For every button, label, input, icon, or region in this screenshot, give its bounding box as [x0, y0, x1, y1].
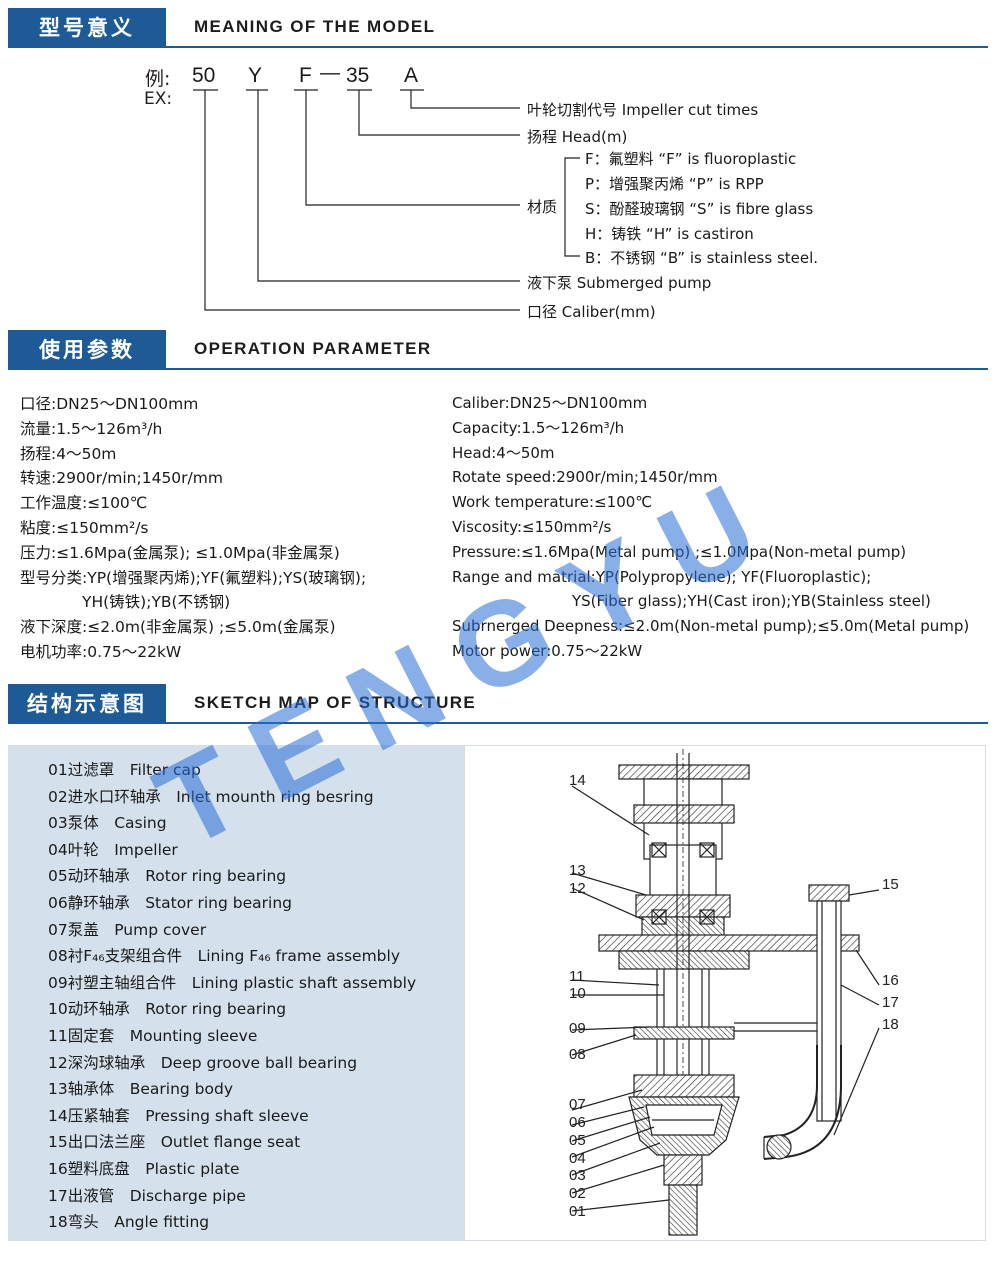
param-en: Head:4～50m: [452, 443, 555, 462]
part-item: 05动环轴承 Rotor ring bearing: [48, 867, 287, 886]
callout-09: 09: [569, 1020, 586, 1037]
param-cn: 工作温度:≤100℃: [20, 494, 148, 513]
params-en-list: Caliber:DN25～DN100mm Capacity:1.5～126m³/…: [452, 391, 969, 664]
legend-material-f: F：氟塑料 “F” is fluoroplastic: [585, 150, 797, 168]
section-title-cn: 使用参数: [39, 338, 135, 362]
model-code-material: F: [299, 64, 312, 87]
callout-11: 11: [569, 968, 585, 985]
section-divider: [166, 368, 988, 370]
param-cn: 液下深度:≤2.0m(非金属泵) ;≤5.0m(金属泵): [20, 618, 336, 637]
callout-06: 06: [569, 1114, 586, 1131]
legend-submerged: 液下泵 Submerged pump: [527, 274, 712, 292]
param-en: Work temperature:≤100℃: [452, 493, 653, 512]
section-tab: [8, 330, 166, 370]
example-label-cn: 例:: [145, 68, 171, 90]
callout-18: 18: [882, 1016, 899, 1033]
param-cn: YH(铸铁);YB(不锈钢): [20, 593, 231, 612]
part-item: 16塑料底盘 Plastic plate: [48, 1159, 240, 1178]
part-item: 15出口法兰座 Outlet flange seat: [48, 1133, 301, 1152]
part-item: 18弯头 Angle fitting: [48, 1213, 210, 1232]
param-cn: 压力:≤1.6Mpa(金属泵); ≤1.0Mpa(非金属泵): [20, 543, 340, 562]
model-code-pump-type: Y: [248, 64, 263, 87]
section-title-cn: 型号意义: [39, 16, 135, 40]
param-en: YS(Fiber glass);YH(Cast iron);YB(Stainle…: [452, 592, 931, 611]
part-item: 07泵盖 Pump cover: [48, 920, 207, 939]
part-item: 14压紧轴套 Pressing shaft sleeve: [48, 1106, 309, 1125]
callout-10: 10: [569, 985, 586, 1002]
callout-12: 12: [569, 880, 586, 897]
legend-head: 扬程 Head(m): [527, 128, 628, 146]
callout-08: 08: [569, 1046, 586, 1063]
section-header-structure: 结构示意图 SKETCH MAP OF STRUCTURE: [8, 684, 988, 724]
param-cn: 电机功率:0.75～22kW: [20, 642, 182, 661]
parts-list-panel: [8, 745, 464, 1241]
callout-13: 13: [569, 862, 586, 879]
model-code-caliber: 50: [192, 64, 216, 87]
part-item: 01过滤罩 Filter cap: [48, 761, 201, 779]
parts-list: 01过滤罩 Filter cap 02进水口环轴承 Inlet mounth r…: [48, 757, 416, 1236]
callout-02: 02: [569, 1185, 586, 1202]
section-title-en: SKETCH MAP OF STRUCTURE: [194, 693, 477, 712]
param-en: Pressure:≤1.6Mpa(Metal pump) ;≤1.0Mpa(No…: [452, 542, 907, 561]
param-cn: 口径:DN25～DN100mm: [20, 395, 199, 413]
legend-material-b: B：不锈钢 “B” is stainless steel.: [585, 249, 819, 267]
callout-15: 15: [882, 876, 899, 893]
param-en: Rotate speed:2900r/min;1450r/mm: [452, 468, 718, 487]
pump-cross-section-drawing: 14 13 12 11 10 09 08 07 06 05 04 03 02 0…: [569, 749, 899, 1236]
part-item: 02进水口环轴承 Inlet mounth ring besring: [48, 787, 374, 806]
section-header-model: 型号意义 MEANING OF THE MODEL: [8, 8, 988, 48]
callout-07: 07: [569, 1096, 586, 1113]
param-en: Subrnerged Deepness:≤2.0m(Non-metal pump…: [452, 617, 970, 636]
part-item: 08衬F₄₆支架组合件 Lining F₄₆ frame assembly: [48, 947, 400, 966]
param-cn: 流量:1.5～126m³/h: [20, 419, 163, 438]
legend-material-h: H：铸铁 “H” is castiron: [585, 225, 754, 243]
part-item: 13轴承体 Bearing body: [48, 1080, 233, 1099]
legend-material-s: S：酚醛玻璃钢 “S” is fibre glass: [585, 200, 814, 218]
section-divider: [166, 722, 988, 724]
callout-16: 16: [882, 972, 899, 989]
section-title-en: MEANING OF THE MODEL: [194, 17, 436, 36]
section-tab: [8, 684, 166, 724]
legend-impeller: 叶轮切割代号 Impeller cut times: [527, 101, 759, 119]
param-cn: 粘度:≤150mm²/s: [20, 518, 149, 537]
model-code-impeller: A: [404, 64, 419, 87]
legend-material-p: P：增强聚丙烯 “P” is RPP: [585, 175, 764, 193]
example-label-en: EX:: [144, 89, 173, 109]
legend-caliber: 口径 Caliber(mm): [527, 303, 656, 321]
part-item: 17出液管 Discharge pipe: [48, 1186, 246, 1205]
part-item: 12深沟球轴承 Deep groove ball bearing: [48, 1053, 358, 1072]
param-en: Viscosity:≤150mm²/s: [452, 517, 612, 536]
part-item: 06静环轴承 Stator ring bearing: [48, 893, 292, 912]
callout-01: 01: [569, 1203, 586, 1220]
callout-05: 05: [569, 1132, 586, 1149]
part-item: 11固定套 Mounting sleeve: [48, 1026, 258, 1045]
section-header-params: 使用参数 OPERATION PARAMETER: [8, 330, 988, 370]
callout-04: 04: [569, 1150, 586, 1167]
model-code-head: 35: [346, 64, 370, 87]
part-item: 10动环轴承 Rotor ring bearing: [48, 1000, 287, 1019]
model-code-dash: —: [320, 62, 340, 84]
callout-14: 14: [569, 772, 586, 789]
param-cn: 扬程:4～50m: [20, 444, 117, 463]
part-item: 03泵体 Casing: [48, 814, 167, 833]
section-tab: [8, 8, 166, 48]
param-en: Capacity:1.5～126m³/h: [452, 418, 625, 437]
param-en: Caliber:DN25～DN100mm: [452, 394, 648, 412]
pump-drawing-frame: [464, 745, 986, 1241]
section-title-cn: 结构示意图: [27, 692, 147, 716]
section-title-en: OPERATION PARAMETER: [194, 339, 432, 358]
callout-17: 17: [882, 994, 899, 1011]
param-en: Range and matrial:YP(Polypropylene); YF(…: [452, 567, 872, 586]
param-cn: 型号分类:YP(增强聚丙烯);YF(氟塑料);YS(玻璃钢);: [20, 568, 367, 587]
param-en: Motor power:0.75～22kW: [452, 641, 643, 660]
params-cn-list: 口径:DN25～DN100mm 流量:1.5～126m³/h 扬程:4～50m …: [20, 392, 366, 665]
legend-material: 材质: [527, 198, 558, 216]
param-cn: 转速:2900r/min;1450r/mm: [20, 469, 223, 488]
callout-03: 03: [569, 1167, 586, 1184]
model-leader-lines: [193, 89, 580, 311]
part-item: 04叶轮 Impeller: [48, 840, 178, 859]
section-divider: [166, 46, 988, 48]
part-item: 09衬塑主轴组合件 Lining plastic shaft assembly: [48, 973, 417, 992]
